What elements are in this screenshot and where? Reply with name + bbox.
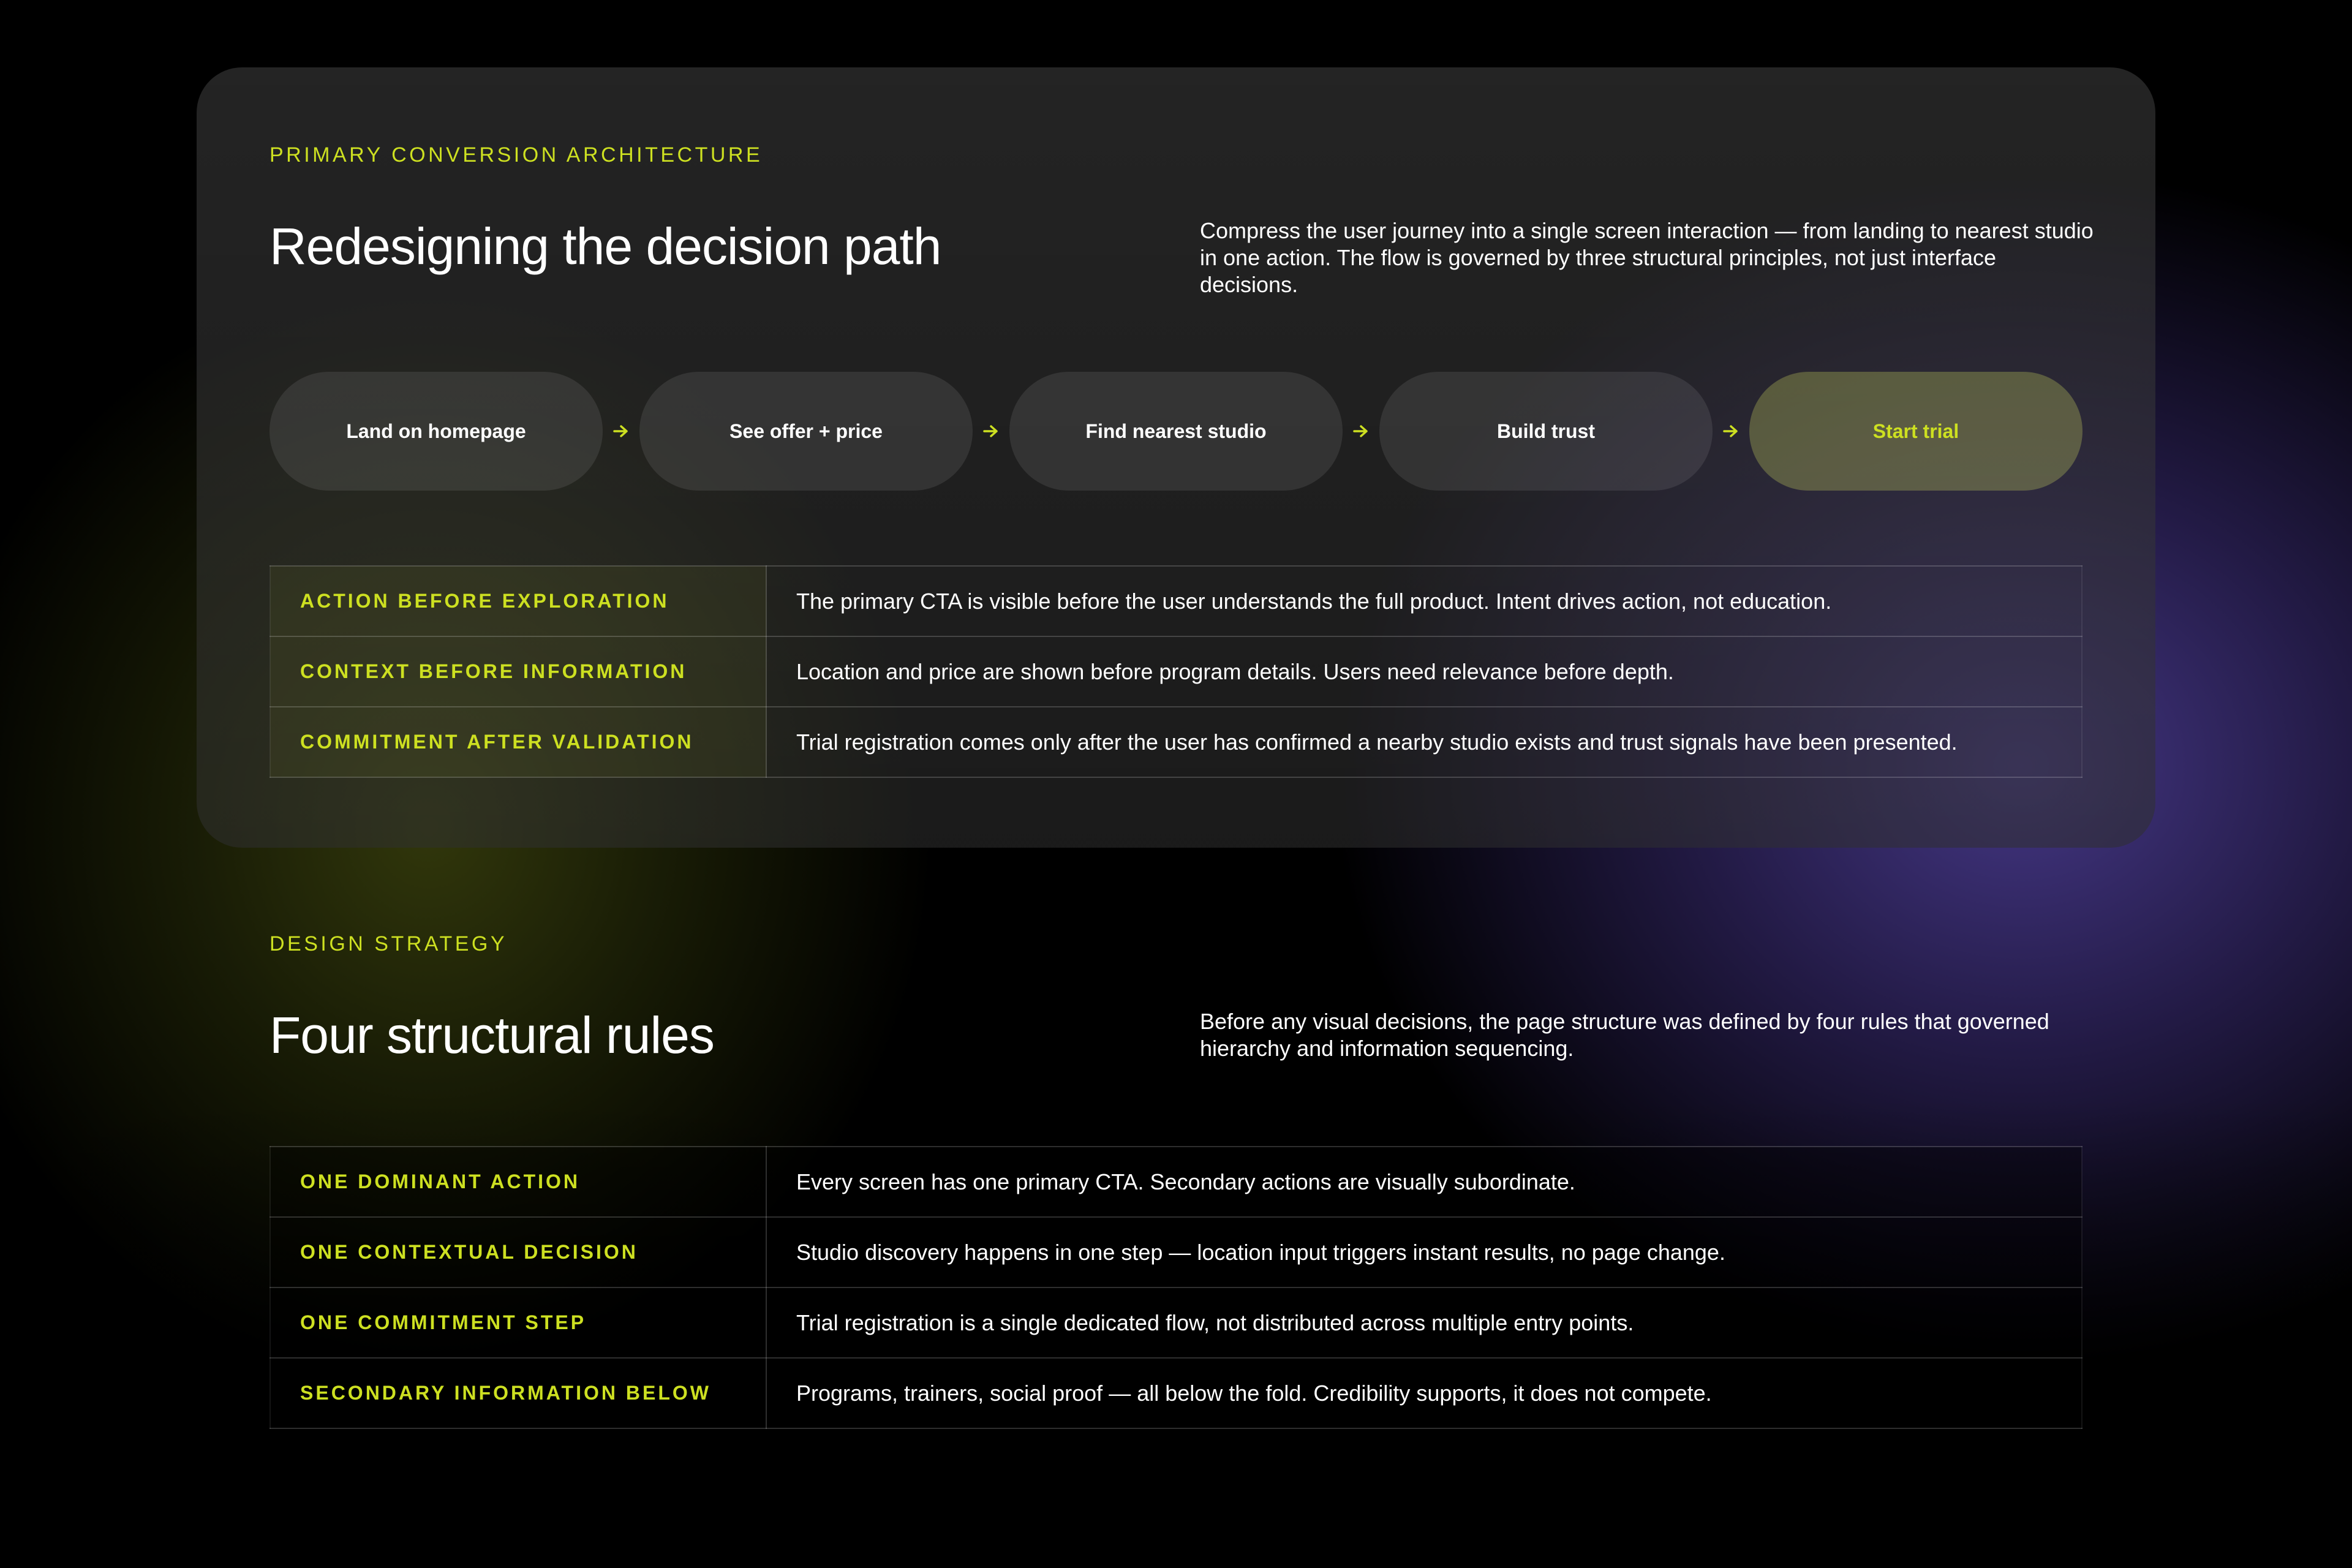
flow-step-label: Start trial (1872, 420, 1959, 442)
table-row: CONTEXT BEFORE INFORMATION Location and … (270, 636, 2082, 707)
rule-name: ONE DOMINANT ACTION (270, 1146, 767, 1218)
section-eyebrow: PRIMARY CONVERSION ARCHITECTURE (270, 143, 763, 167)
decision-flow: Land on homepage See offer + price Find … (270, 372, 2082, 491)
table-row: COMMITMENT AFTER VALIDATION Trial regist… (270, 706, 2082, 778)
flow-step-label: Find nearest studio (1085, 420, 1267, 442)
table-row: ACTION BEFORE EXPLORATION The primary CT… (270, 565, 2082, 637)
principles-table: ACTION BEFORE EXPLORATION The primary CT… (270, 565, 2082, 778)
section-description: Compress the user journey into a single … (1200, 218, 2094, 297)
flow-step-find-nearest-studio[interactable]: Find nearest studio (1009, 372, 1343, 491)
arrow-right-icon (973, 424, 1009, 438)
arrow-right-icon (1713, 424, 1749, 438)
principle-description: Trial registration comes only after the … (766, 706, 2082, 778)
section-title: Four structural rules (270, 1006, 715, 1064)
rule-description: Every screen has one primary CTA. Second… (766, 1146, 2082, 1218)
arrow-right-icon (603, 424, 639, 438)
flow-step-label: See offer + price (729, 420, 883, 442)
flow-step-land-on-homepage[interactable]: Land on homepage (270, 372, 603, 491)
rule-description: Studio discovery happens in one step — l… (766, 1216, 2082, 1288)
principle-name: CONTEXT BEFORE INFORMATION (270, 636, 767, 707)
rule-name: ONE COMMITMENT STEP (270, 1287, 767, 1359)
flow-step-see-offer-price[interactable]: See offer + price (639, 372, 973, 491)
rule-description: Trial registration is a single dedicated… (766, 1287, 2082, 1359)
principle-description: Location and price are shown before prog… (766, 636, 2082, 707)
rule-description: Programs, trainers, social proof — all b… (766, 1357, 2082, 1429)
flow-step-label: Build trust (1497, 420, 1595, 442)
table-row: ONE CONTEXTUAL DECISION Studio discovery… (270, 1216, 2082, 1288)
table-row: ONE DOMINANT ACTION Every screen has one… (270, 1146, 2082, 1218)
principle-name: ACTION BEFORE EXPLORATION (270, 565, 767, 637)
section-eyebrow: DESIGN STRATEGY (270, 932, 508, 956)
rule-name: SECONDARY INFORMATION BELOW (270, 1357, 767, 1429)
flow-step-start-trial[interactable]: Start trial (1749, 372, 2082, 491)
flow-step-build-trust[interactable]: Build trust (1379, 372, 1713, 491)
flow-step-label: Land on homepage (346, 420, 526, 442)
section-title: Redesigning the decision path (270, 217, 941, 275)
table-row: ONE COMMITMENT STEP Trial registration i… (270, 1287, 2082, 1359)
principle-name: COMMITMENT AFTER VALIDATION (270, 706, 767, 778)
rule-name: ONE CONTEXTUAL DECISION (270, 1216, 767, 1288)
arrow-right-icon (1343, 424, 1379, 438)
principle-description: The primary CTA is visible before the us… (766, 565, 2082, 637)
section-description: Before any visual decisions, the page st… (1200, 1009, 2049, 1061)
table-row: SECONDARY INFORMATION BELOW Programs, tr… (270, 1357, 2082, 1429)
rules-table: ONE DOMINANT ACTION Every screen has one… (270, 1146, 2082, 1429)
